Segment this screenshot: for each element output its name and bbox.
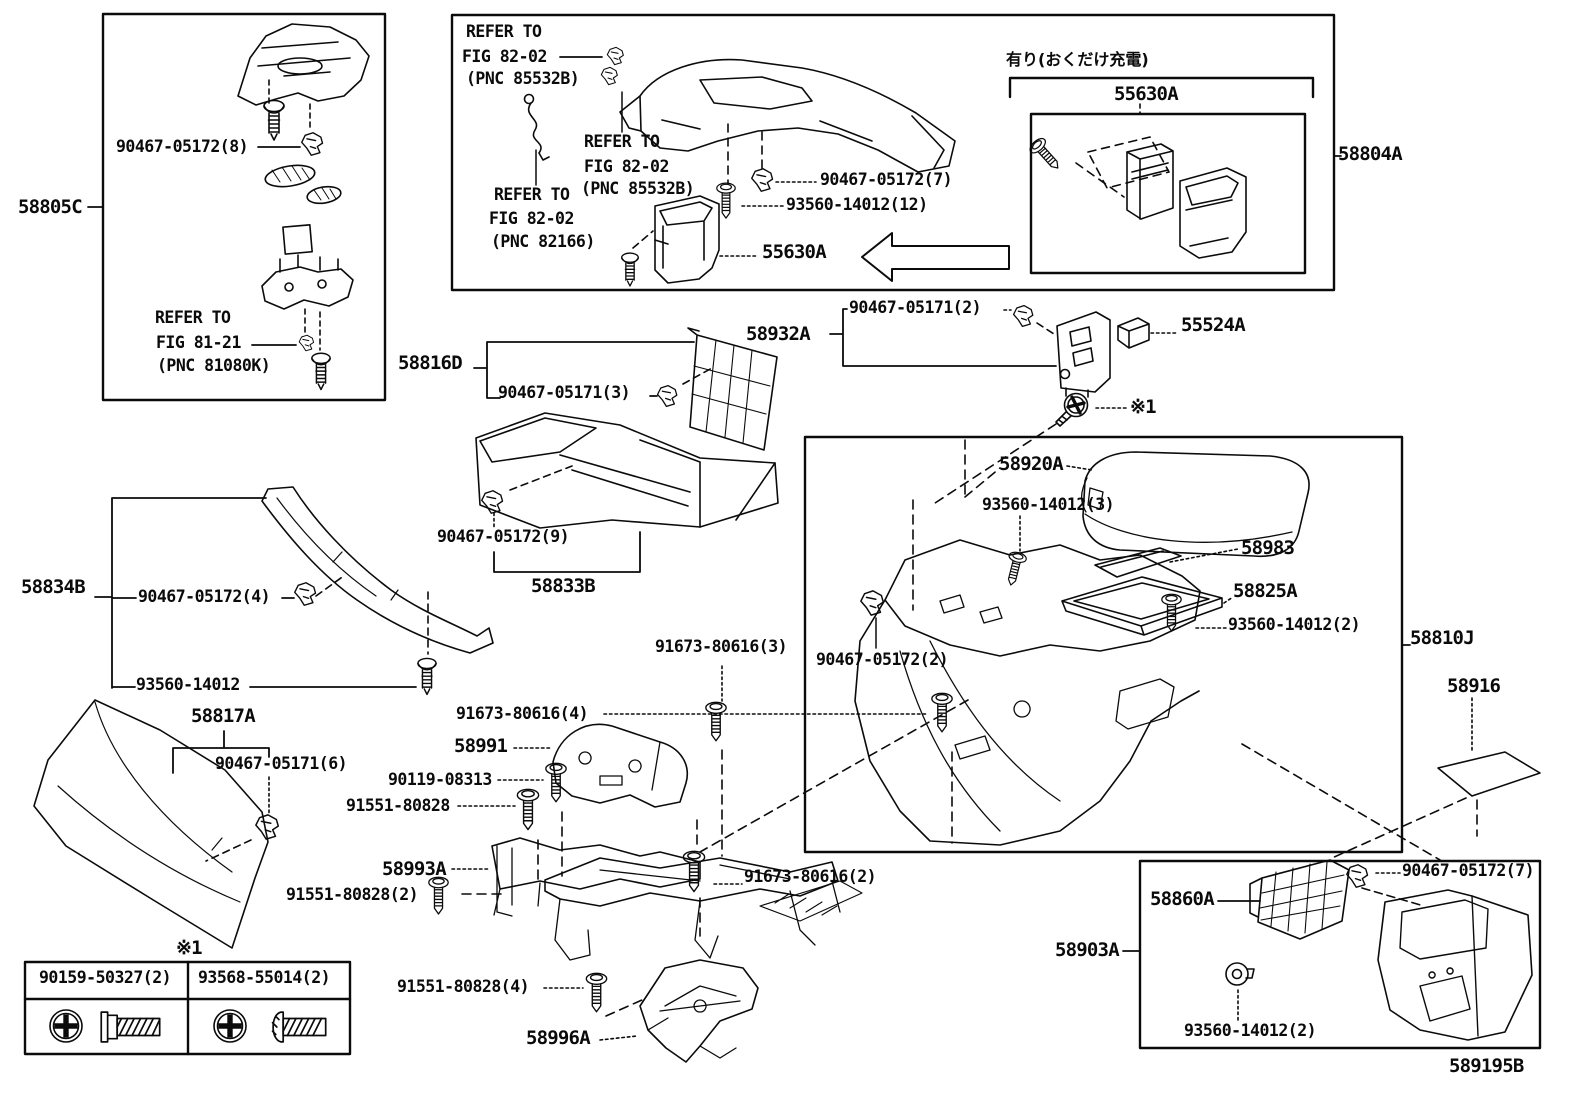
label-58860a: 58860A bbox=[1150, 888, 1215, 910]
label-91673-80616-3: 91673-80616(3) bbox=[655, 637, 788, 656]
part-drawing-58903a-group bbox=[1122, 859, 1533, 1041]
label-pnc-85532b-a: (PNC 85532B) bbox=[466, 69, 580, 88]
label-58816d: 58816D bbox=[398, 352, 463, 374]
box-top-assembly bbox=[450, 13, 1336, 292]
label-58834b: 58834B bbox=[21, 576, 86, 598]
label-refer-to-2: REFER TO bbox=[466, 22, 542, 41]
label-refer-to-1: REFER TO bbox=[155, 308, 231, 327]
label-pnc-85532b-b: (PNC 85532B) bbox=[581, 179, 695, 198]
label-58993a: 58993A bbox=[382, 858, 447, 880]
label-91551-80828-4: 91551-80828(4) bbox=[397, 977, 530, 996]
label-58804a: 58804A bbox=[1338, 143, 1403, 165]
label-90119-08313: 90119-08313 bbox=[388, 770, 492, 789]
bracket-55630a bbox=[1008, 76, 1315, 99]
label-58825a: 58825A bbox=[1233, 580, 1298, 602]
label-fig-82-02-c: FIG 82-02 bbox=[489, 209, 574, 228]
label-58903a: 58903A bbox=[1055, 939, 1120, 961]
box-55630a-inner bbox=[1029, 112, 1307, 275]
label-58805c: 58805C bbox=[18, 196, 83, 218]
label-90467-05171-3: 90467-05171(3) bbox=[498, 383, 631, 402]
label-pnc-81080k: (PNC 81080K) bbox=[157, 356, 271, 375]
label-58833b: 58833B bbox=[531, 575, 596, 597]
label-ref1-top: ※1 bbox=[1130, 396, 1157, 418]
label-93560-14012: 93560-14012 bbox=[136, 675, 240, 694]
label-93560-14012-3: 93560-14012(3) bbox=[982, 495, 1115, 514]
part-drawing-58834b-group bbox=[94, 486, 494, 696]
label-58991: 58991 bbox=[454, 735, 508, 757]
label-note-ja: 有り(おくだけ充電) bbox=[1006, 50, 1149, 69]
label-58996a: 58996A bbox=[526, 1027, 591, 1049]
label-58810j: 58810J bbox=[1410, 627, 1475, 649]
label-fig-81-21: FIG 81-21 bbox=[156, 333, 241, 352]
label-55630a-main: 55630A bbox=[762, 241, 827, 263]
label-58920a: 58920A bbox=[999, 453, 1064, 475]
label-91551-80828-2: 91551-80828(2) bbox=[286, 885, 419, 904]
label-58983: 58983 bbox=[1241, 537, 1295, 559]
box-58805c bbox=[101, 12, 387, 402]
label-58817a: 58817A bbox=[191, 705, 256, 727]
box-58903a bbox=[1138, 859, 1542, 1050]
label-ref1-table: ※1 bbox=[176, 937, 203, 959]
label-90467-05172-2: 90467-05172(2) bbox=[816, 650, 949, 669]
label-90467-05171-6: 90467-05171(6) bbox=[215, 754, 348, 773]
part-drawing-58816d-group bbox=[473, 327, 779, 573]
label-refer-to-4: REFER TO bbox=[494, 185, 570, 204]
label-90467-05172-8: 90467-05172(8) bbox=[116, 137, 249, 156]
label-55524a: 55524A bbox=[1181, 314, 1246, 336]
part-drawing-top-assembly bbox=[523, 46, 1342, 287]
label-90467-05172-4: 90467-05172(4) bbox=[138, 587, 271, 606]
part-drawing-58932a-group bbox=[829, 304, 1179, 506]
fastener-table-grid bbox=[23, 960, 352, 1056]
label-93560-14012-12: 93560-14012(12) bbox=[786, 195, 928, 214]
label-90467-05172-7: 90467-05172(7) bbox=[820, 170, 953, 189]
label-refer-to-3: REFER TO bbox=[584, 132, 660, 151]
label-90467-05171-2: 90467-05171(2) bbox=[849, 298, 982, 317]
label-90159-50327-2: 90159-50327(2) bbox=[39, 968, 172, 987]
part-drawing-bracket-group bbox=[428, 665, 953, 1063]
part-drawing-58805c-group bbox=[87, 23, 370, 391]
label-55630a-kit: 55630A bbox=[1114, 83, 1179, 105]
label-58932a: 58932A bbox=[746, 323, 811, 345]
label-90467-05172-9: 90467-05172(9) bbox=[437, 527, 570, 546]
label-fig-82-02-a: FIG 82-02 bbox=[462, 47, 547, 66]
label-91673-80616-4: 91673-80616(4) bbox=[456, 704, 589, 723]
label-fig-82-02-b: FIG 82-02 bbox=[584, 157, 669, 176]
label-91551-80828: 91551-80828 bbox=[346, 796, 450, 815]
label-pnc-82166: (PNC 82166) bbox=[491, 232, 595, 251]
label-91673-80616-2: 91673-80616(2) bbox=[744, 867, 877, 886]
label-drawing-number: 589195B bbox=[1449, 1055, 1524, 1077]
label-58916: 58916 bbox=[1447, 675, 1501, 697]
part-drawing-58810j-group bbox=[699, 439, 1541, 861]
label-93560-14012-2b: 93560-14012(2) bbox=[1184, 1021, 1317, 1040]
label-90467-05172-7b: 90467-05172(7) bbox=[1402, 861, 1535, 880]
label-93560-14012-2: 93560-14012(2) bbox=[1228, 615, 1361, 634]
label-93568-55014-2: 93568-55014(2) bbox=[198, 968, 331, 987]
part-drawing-58817a-group bbox=[33, 699, 280, 949]
